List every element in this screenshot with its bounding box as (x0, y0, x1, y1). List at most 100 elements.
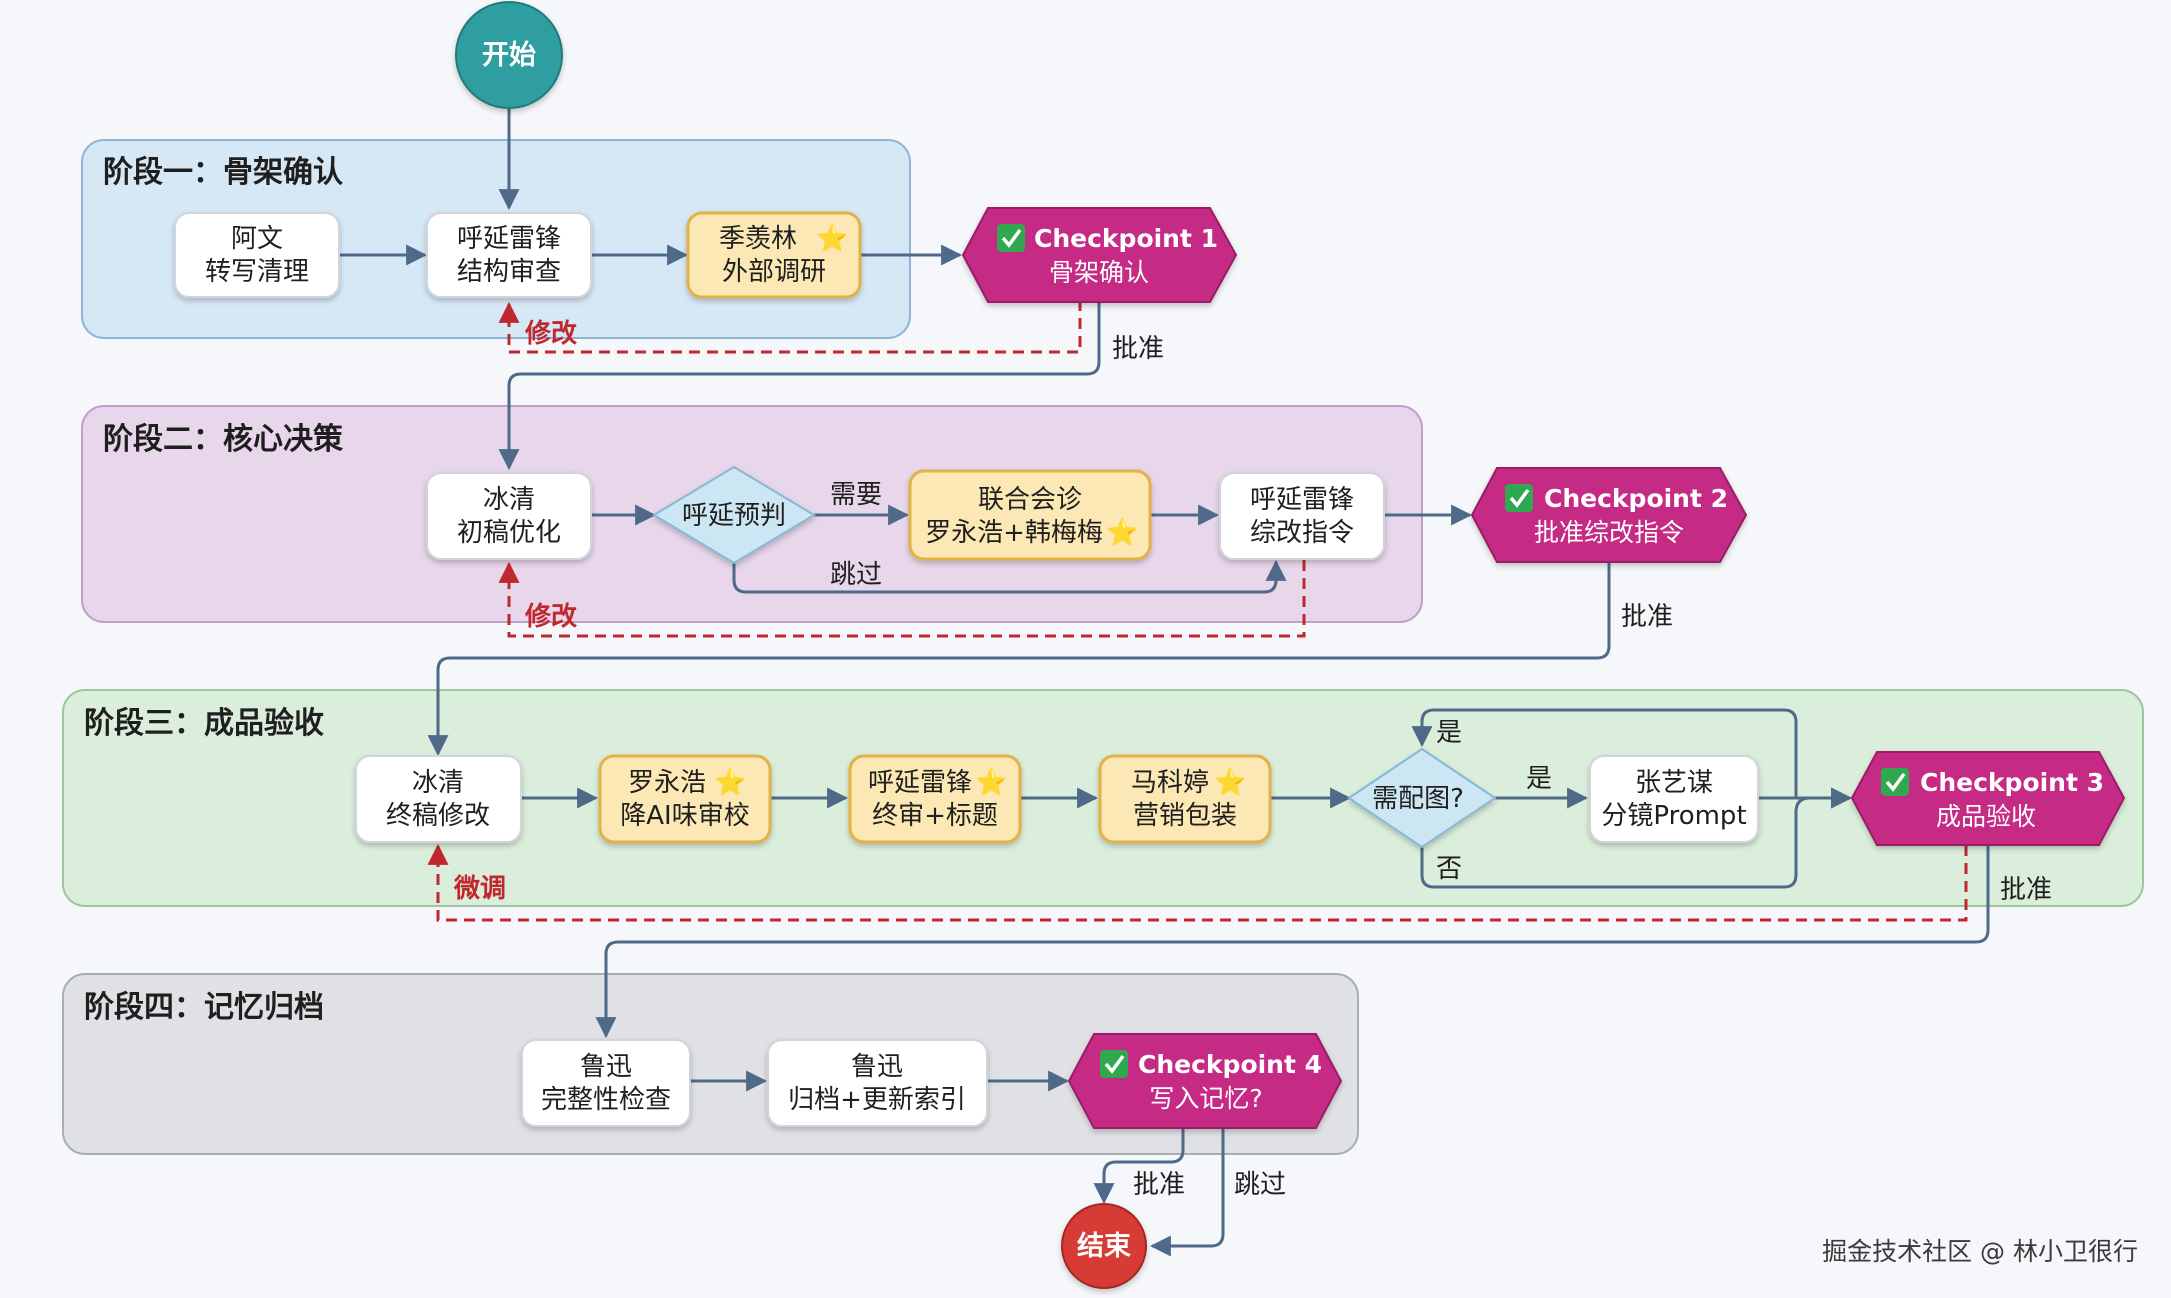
start-label: 开始 (482, 39, 536, 71)
node-bq2: 冰清 终稿修改 (355, 755, 522, 843)
label-no: 否 (1436, 854, 1462, 884)
label-fine-tune: 微调 (453, 873, 506, 904)
node-lyh: 罗永浩 ⭐ 降AI味审校 (598, 754, 772, 844)
label-yes-loop: 是 (1436, 718, 1462, 748)
lane-4-title: 阶段四：记忆归档 (84, 990, 324, 1025)
checkpoint-4: Checkpoint 4 写入记忆? (1067, 1033, 1343, 1129)
node-awen-line2: 转写清理 (205, 257, 309, 287)
label-yes: 是 (1526, 764, 1552, 794)
edge-cp1-bq1 (498, 300, 1101, 471)
end-label: 结束 (1077, 1231, 1131, 1262)
checkpoint-3: Checkpoint 3 成品验收 (1850, 751, 2126, 846)
node-hy2-line1: 呼延雷锋 (1250, 485, 1354, 515)
checkbox-icon (1881, 768, 1909, 796)
node-lx2-line1: 鲁迅 (851, 1052, 903, 1082)
start-node: 开始 (455, 1, 563, 109)
node-hy1-line2: 结构审查 (457, 257, 561, 287)
node-mkt-line2: 营销包装 (1133, 801, 1237, 831)
label-skip-1: 跳过 (830, 560, 882, 590)
star-icon: ⭐ (816, 223, 848, 254)
label-approve-1: 批准 (1112, 334, 1164, 364)
node-lx2-line2: 归档+更新索引 (788, 1085, 966, 1115)
checkbox-icon (1100, 1050, 1128, 1078)
node-hy2: 呼延雷锋 综改指令 (1219, 472, 1385, 560)
node-bq1-line1: 冰清 (483, 485, 535, 515)
checkpoint-3-sub: 成品验收 (1936, 802, 2036, 831)
edges (339, 108, 1990, 1257)
decision-predict-label: 呼延预判 (682, 501, 786, 531)
edge-cp4-end-approve (1093, 1128, 1185, 1205)
node-jxl: 季羡林 ⭐ 外部调研 (686, 211, 862, 299)
node-hy3-line2: 终审+标题 (872, 801, 998, 831)
checkpoint-2-title: Checkpoint 2 (1544, 484, 1728, 513)
checkmark-icon (1509, 488, 1530, 508)
decision-predict: 呼延预判 (652, 465, 816, 565)
node-jxl-line2: 外部调研 (722, 257, 826, 287)
checkmark-icon (1104, 1054, 1125, 1074)
feedback-edges (427, 300, 1968, 922)
checkpoint-3-title: Checkpoint 3 (1920, 768, 2104, 797)
lane-3-title: 阶段三：成品验收 (84, 706, 324, 741)
checkmark-icon (1001, 228, 1022, 248)
node-hy1: 呼延雷锋 结构审查 (426, 212, 592, 298)
node-awen: 阿文 转写清理 (174, 212, 340, 298)
node-bq1-line2: 初稿优化 (457, 518, 561, 548)
node-zym-line1: 张艺谋 (1635, 768, 1713, 798)
edge-predict-hy2-skip (732, 559, 1287, 594)
checkpoint-2: Checkpoint 2 批准综改指令 (1470, 467, 1748, 563)
node-bq2-line1: 冰清 (412, 768, 464, 798)
node-jxl-line1: 季羡林 (719, 224, 797, 254)
edge-cp4-end-skip (1149, 1128, 1225, 1257)
checkpoint-1-title: Checkpoint 1 (1034, 224, 1218, 253)
lane-1-title: 阶段一：骨架确认 (103, 155, 343, 190)
checkmark-icon (1885, 772, 1906, 792)
node-lx1: 鲁迅 完整性检查 (521, 1039, 691, 1127)
feedback-cp1-hy1 (498, 300, 1082, 354)
node-hy1-line1: 呼延雷锋 (457, 224, 561, 254)
feedback-hy2-bq1 (498, 560, 1306, 638)
node-zym: 张艺谋 分镜Prompt (1589, 755, 1759, 843)
label-skip-2: 跳过 (1234, 1170, 1286, 1200)
node-lhhz-line1: 联合会诊 (978, 485, 1082, 515)
checkpoint-1: Checkpoint 1 骨架确认 (961, 207, 1238, 303)
node-lhhz-line2: 罗永浩+韩梅梅 (925, 518, 1103, 548)
label-modify-1: 修改 (524, 318, 577, 349)
node-lx1-line1: 鲁迅 (580, 1052, 632, 1082)
checkpoint-2-sub: 批准综改指令 (1534, 518, 1684, 547)
decision-needimg-label: 需配图? (1372, 784, 1464, 814)
edge-needimg-cp3-no (1420, 787, 1853, 889)
node-hy3: 呼延雷锋 ⭐ 终审+标题 (848, 754, 1022, 844)
label-approve-3: 批准 (2000, 875, 2052, 905)
node-hy3-line1: 呼延雷锋 (868, 768, 972, 798)
edge-cp2-bq2 (427, 562, 1611, 757)
checkpoint-4-sub: 写入记忆? (1149, 1084, 1262, 1113)
end-node: 结束 (1061, 1203, 1147, 1289)
edge-cp3-lx1 (595, 845, 1990, 1039)
lane-4: 阶段四：记忆归档 (62, 973, 1359, 1155)
decision-needimg: 需配图? (1347, 747, 1497, 849)
node-lhhz: 联合会诊 罗永浩+韩梅梅 ⭐ (908, 469, 1152, 561)
star-icon: ⭐ (714, 767, 746, 798)
node-awen-line1: 阿文 (231, 224, 283, 254)
star-icon: ⭐ (1106, 517, 1138, 548)
checkpoint-1-sub: 骨架确认 (1049, 258, 1149, 287)
checkbox-icon (997, 224, 1025, 252)
label-need: 需要 (830, 480, 882, 510)
node-lx2: 鲁迅 归档+更新索引 (767, 1039, 988, 1127)
label-approve-4: 批准 (1133, 1170, 1185, 1200)
star-icon: ⭐ (1214, 767, 1246, 798)
node-bq1: 冰清 初稿优化 (426, 472, 592, 560)
node-lyh-line2: 降AI味审校 (620, 801, 749, 831)
checkbox-icon (1505, 484, 1533, 512)
star-icon: ⭐ (975, 767, 1007, 798)
node-mkt: 马科婷 ⭐ 营销包装 (1098, 754, 1272, 844)
edge-loop-yes (1411, 708, 1798, 798)
feedback-cp3-bq2 (427, 843, 1968, 922)
node-bq2-line2: 终稿修改 (386, 801, 490, 831)
lane-2-title: 阶段二：核心决策 (103, 422, 343, 457)
checkpoint-4-title: Checkpoint 4 (1138, 1050, 1322, 1079)
watermark: 掘金技术社区 @ 林小卫很行 (1822, 1237, 2138, 1266)
label-approve-2: 批准 (1621, 602, 1673, 632)
node-hy2-line2: 综改指令 (1250, 518, 1354, 548)
